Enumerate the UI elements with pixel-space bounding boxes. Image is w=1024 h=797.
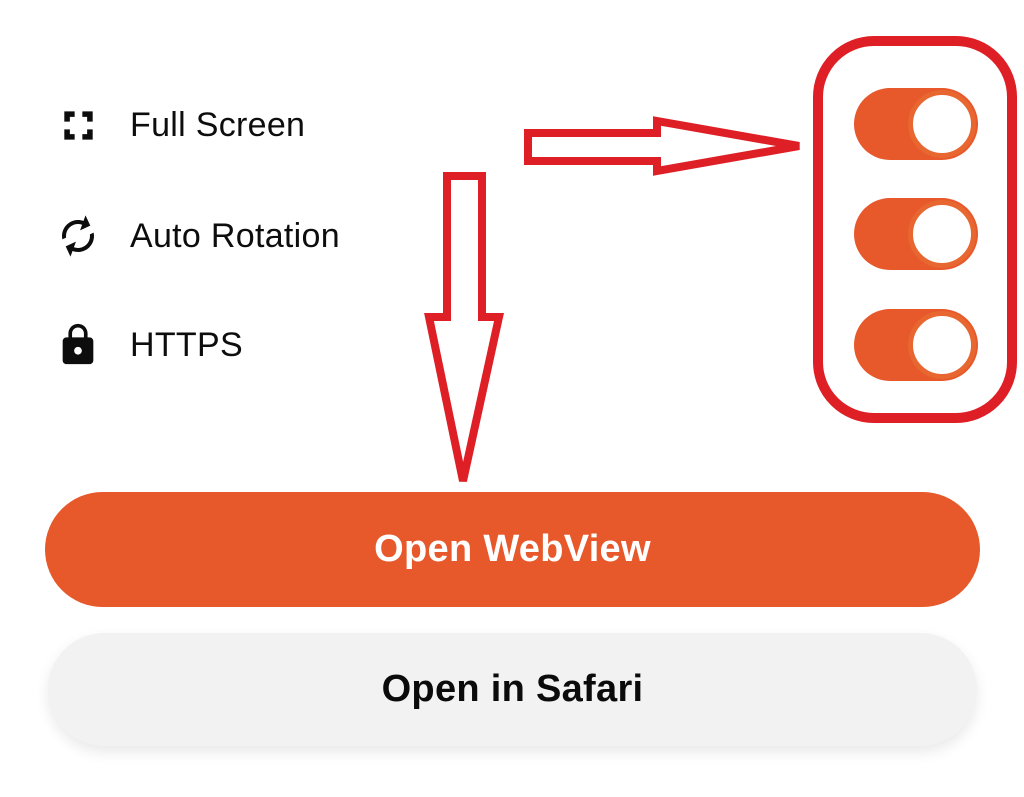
annotation-arrow-right-icon (524, 116, 800, 176)
fullscreen-icon (54, 101, 102, 149)
auto-rotation-icon (54, 212, 102, 260)
annotation-arrow-down-icon (424, 172, 504, 482)
full-screen-toggle[interactable] (854, 88, 978, 160)
toggle-knob (908, 90, 976, 158)
setting-row-https: HTTPS (54, 321, 243, 369)
https-toggle[interactable] (854, 309, 978, 381)
setting-row-full-screen: Full Screen (54, 101, 305, 149)
open-safari-button[interactable]: Open in Safari (48, 633, 977, 746)
setting-row-auto-rotation: Auto Rotation (54, 212, 340, 260)
open-webview-button[interactable]: Open WebView (45, 492, 980, 607)
full-screen-label: Full Screen (130, 105, 306, 144)
toggle-knob (908, 200, 976, 268)
toggle-knob (908, 311, 976, 379)
auto-rotation-label: Auto Rotation (130, 216, 340, 255)
auto-rotation-toggle[interactable] (854, 198, 978, 270)
lock-icon (54, 321, 102, 369)
https-label: HTTPS (130, 325, 243, 364)
